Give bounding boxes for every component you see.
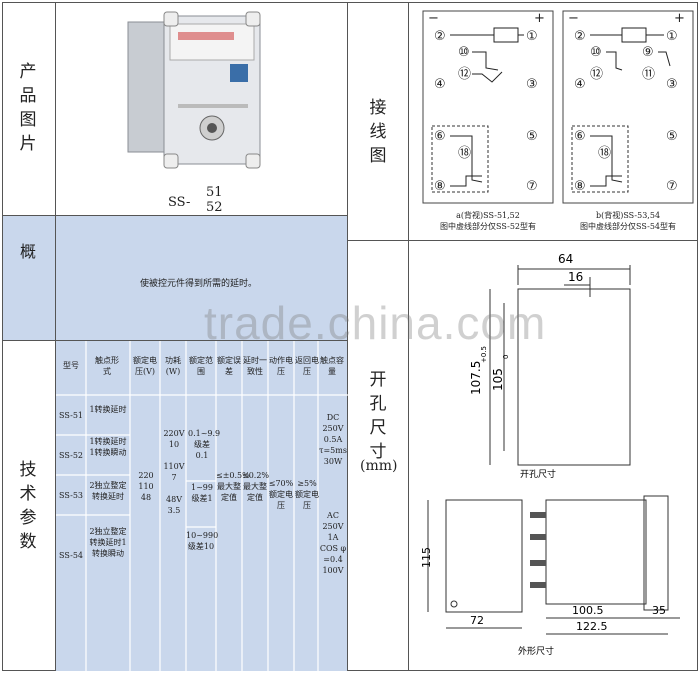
spec-contact-form: 1转换延时1转换瞬动 <box>89 437 127 457</box>
dim-115: 115 <box>420 547 433 568</box>
spec-model: SS-51 <box>59 411 83 420</box>
dim-tolerance-zero: 0 <box>502 355 510 359</box>
terminal-label: ⑫ <box>458 67 471 82</box>
divider-h2 <box>2 340 348 341</box>
cutout-caption: 开孔尺寸 <box>520 468 556 480</box>
terminal-label: ⑩ <box>590 45 602 60</box>
terminal-label: ③ <box>526 77 538 92</box>
spec-header-contact: 触点形式 <box>95 356 119 376</box>
minus-sign: − <box>568 11 579 26</box>
spec-header-power: 功耗(W) <box>165 356 181 376</box>
spec-contact-form: 2独立整定转换延时 <box>89 481 127 501</box>
terminal-label: ⑦ <box>526 179 538 194</box>
overview-label: 概 <box>20 242 37 261</box>
dim-122-5: 122.5 <box>576 620 608 633</box>
spec-consistency: ≤0.2%最大整定值 <box>242 471 270 502</box>
spec-header-action-voltage: 动作电压 <box>269 356 293 376</box>
wiring-diagram-b: − + ② ① ⑩ ⑨ ⑫ ⑪ ④ ③ ⑥ ⑤ ⑱ ⑧ ⑦ <box>562 10 694 204</box>
terminal-label: ① <box>526 29 538 44</box>
overview-content-cell <box>56 216 347 340</box>
terminal-label: ⑱ <box>598 146 611 161</box>
spec-error: ≤±0.5%最大整定值 <box>216 471 250 502</box>
divider-h-right <box>348 240 698 241</box>
dim-107-5: 107.5 <box>469 361 483 395</box>
terminal-label: ⑧ <box>574 179 586 194</box>
terminal-label: ⑧ <box>434 179 446 194</box>
spec-header-range: 额定范围 <box>189 356 213 376</box>
spec-header-model: 型号 <box>63 361 79 370</box>
terminal-label: ④ <box>434 77 446 92</box>
spec-header-error: 额定误差 <box>217 356 241 376</box>
spec-header-consistency: 延时一致性 <box>243 356 267 376</box>
spec-model: SS-54 <box>59 551 83 560</box>
plus-sign: + <box>674 11 685 26</box>
caption-a: a(背视)SS-51,52 图中虚线部分仅SS-52型有 <box>440 211 536 231</box>
terminal-label: ⑤ <box>666 129 678 144</box>
specs-label: 技 术 参 数 <box>19 460 37 552</box>
relay-product-image <box>127 11 261 169</box>
terminal-label: ④ <box>574 77 586 92</box>
spec-model: SS-53 <box>59 491 83 500</box>
spec-table-bg <box>56 341 347 671</box>
spec-range: 10~990级差10 <box>186 531 219 551</box>
terminal-label: ⑥ <box>574 129 586 144</box>
spec-action-voltage: ≤70%额定电压 <box>268 479 294 510</box>
terminal-label: ① <box>666 29 678 44</box>
dim-105: 105 <box>491 368 505 391</box>
terminal-label: ⑥ <box>434 129 446 144</box>
terminal-label: ② <box>434 29 446 44</box>
divider-vertical-main <box>347 2 348 671</box>
spec-header-return-voltage: 返回电压 <box>295 356 319 376</box>
terminal-label: ⑤ <box>526 129 538 144</box>
dim-64: 64 <box>558 252 573 266</box>
dim-16: 16 <box>568 270 583 284</box>
spec-header-voltage: 额定电压(V) <box>133 356 157 376</box>
spec-capacity-dc: DC 250V 0.5A τ=5ms 30W <box>319 413 347 466</box>
terminal-label: ⑩ <box>458 45 470 60</box>
terminal-label: ⑨ <box>642 45 654 60</box>
overview-label-cell <box>3 216 55 340</box>
dim-100-5: 100.5 <box>572 604 604 617</box>
dim-72: 72 <box>470 614 484 627</box>
outline-drawing: 115 72 100.5 35 122.5 外形尺寸 <box>420 495 680 657</box>
divider-left-labels <box>55 2 56 671</box>
spec-voltage: 220 110 48 <box>138 471 154 502</box>
spec-capacity-ac: AC 250V 1A COS φ =0.4 100V <box>319 511 347 575</box>
spec-range: 1~99级差1 <box>191 483 213 503</box>
outline-caption: 外形尺寸 <box>518 645 554 657</box>
terminal-label: ⑪ <box>642 67 655 82</box>
plus-sign: + <box>534 11 545 26</box>
spec-range: 0.1~9.9级差0.1 <box>188 429 221 460</box>
divider-h1 <box>2 215 348 216</box>
terminal-label: ⑫ <box>590 67 603 82</box>
caption-b: b(背视)SS-53,54 图中虚线部分仅SS-54型有 <box>580 211 676 231</box>
cutout-drawing: 64 16 107.5 105 +0.5 0 开孔尺寸 <box>469 252 631 480</box>
terminal-label: ⑦ <box>666 179 678 194</box>
cutout-unit: (mm) <box>360 458 398 474</box>
spec-table-grid <box>56 341 348 671</box>
spec-contact-form: 1转换延时 <box>89 405 127 414</box>
minus-sign: − <box>428 11 439 26</box>
terminal-label: ② <box>574 29 586 44</box>
wiring-label: 接 线 图 <box>369 98 387 166</box>
terminal-label: ③ <box>666 77 678 92</box>
wiring-diagram-a: − + ② ① ⑩ ⑫ ④ ③ ⑥ ⑤ ⑱ ⑧ ⑦ <box>422 10 554 204</box>
spec-power: 220V 10 110V 7 48V 3.5 <box>163 429 185 515</box>
spec-contact-form: 2独立整定转换延时1转换瞬动 <box>89 527 127 558</box>
terminal-label: ⑱ <box>458 146 471 161</box>
spec-model: SS-52 <box>59 451 83 460</box>
dim-35: 35 <box>652 604 666 617</box>
watermark: trade.china.com <box>204 297 547 349</box>
overview-text: 使被控元件得到所需的延时。 <box>140 279 258 289</box>
spec-return-voltage: ≥5%额定电压 <box>295 479 319 510</box>
product-label: 产 品 图 片 <box>19 62 37 154</box>
cutout-label: 开 孔 尺 寸 <box>369 370 387 462</box>
spec-header-capacity: 触点容量 <box>320 356 344 376</box>
dim-tolerance-plus: +0.5 <box>480 346 488 363</box>
divider-right-labels <box>408 2 409 671</box>
